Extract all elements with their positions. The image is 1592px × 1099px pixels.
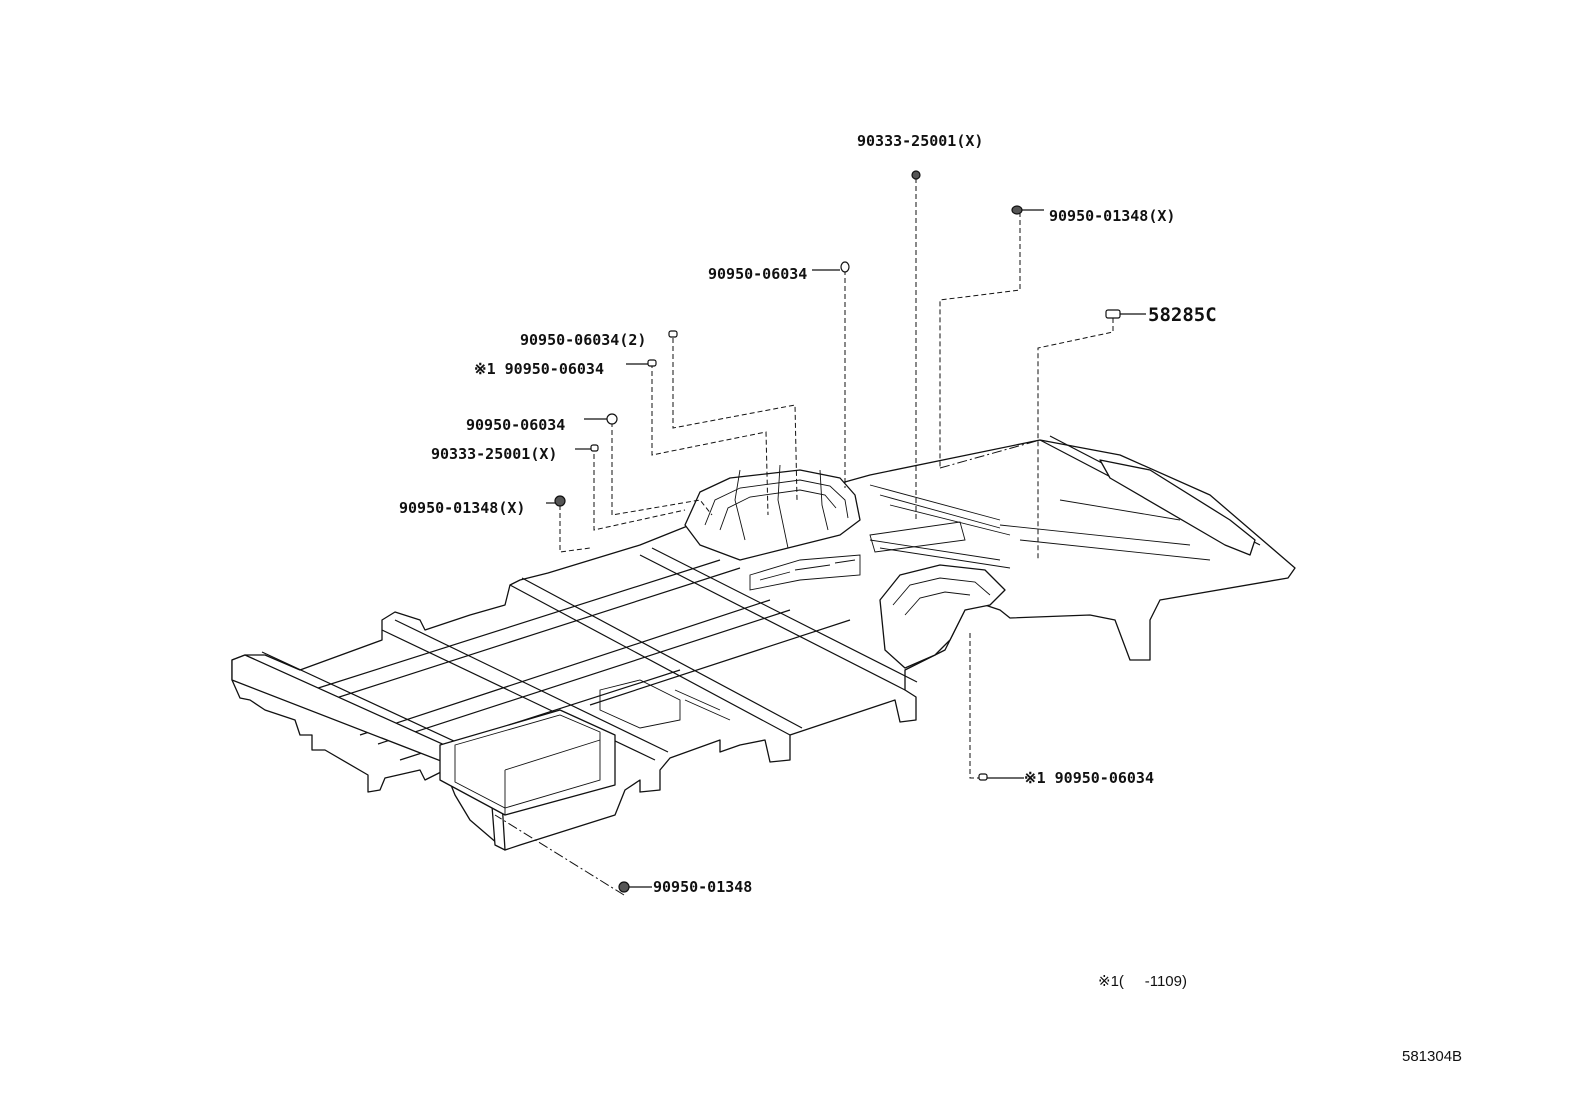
- grommet-icon: [584, 413, 618, 425]
- callout-label: 90950-01348(X): [399, 499, 525, 517]
- callout-label: ※1 90950-06034: [1024, 769, 1154, 787]
- plug-icon: [618, 881, 652, 893]
- callout-label: 90950-01348(X): [1049, 207, 1175, 225]
- callout-label: 90950-01348: [653, 878, 752, 896]
- grommet-icon: [812, 261, 850, 273]
- callout-label: ※1 90950-06034: [474, 360, 604, 378]
- cap-nut-icon: [911, 170, 921, 180]
- callout-labels: 90333-25001(X) 90950-01348(X) 90950-0603…: [399, 132, 1217, 896]
- plug-small-icon: [668, 330, 678, 338]
- center-tunnel: [684, 469, 861, 561]
- callout-label: 90950-06034(2): [520, 331, 646, 349]
- plug-icon: [546, 495, 566, 507]
- callout-label: 90950-06034: [708, 265, 807, 283]
- plug-small-icon: [978, 773, 1024, 781]
- footnote: ※1( -1109): [1098, 973, 1187, 990]
- wheel-arch: [879, 564, 1006, 669]
- cap-nut-icon: [575, 444, 599, 452]
- callout-label: 90950-06034: [466, 416, 565, 434]
- callout-label: 58285C: [1148, 304, 1217, 326]
- installation-lines: [494, 178, 1114, 896]
- fasteners: [546, 170, 1146, 893]
- pad-icon: [1105, 309, 1146, 319]
- diagram-code: 581304B: [1402, 1048, 1462, 1065]
- plug-small-icon: [626, 359, 657, 367]
- callout-label: 90333-25001(X): [431, 445, 557, 463]
- floor-assembly-drawing: [231, 435, 1296, 851]
- plug-icon: [1011, 205, 1044, 215]
- callout-label: 90333-25001(X): [857, 132, 983, 150]
